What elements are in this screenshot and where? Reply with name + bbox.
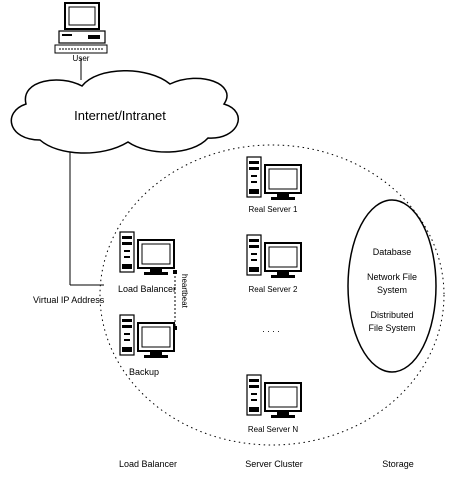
- storage-dfs-line1: Distributed: [370, 310, 413, 320]
- storage-nfs-line2: System: [377, 285, 407, 295]
- section-server-cluster: Server Cluster: [245, 459, 303, 469]
- load-balancer-label: Load Balancer: [118, 284, 176, 294]
- internet-label: Internet/Intranet: [74, 108, 166, 123]
- ellipsis-label: . . . .: [262, 324, 280, 334]
- user-workstation-icon: [54, 2, 108, 54]
- storage-nfs-line1: Network File: [367, 272, 417, 282]
- internet-cloud: [10, 70, 239, 154]
- real-server-2-icon: [246, 234, 302, 279]
- real-server-n-icon: [246, 374, 302, 419]
- section-storage: Storage: [382, 459, 414, 469]
- real-server-2-label: Real Server 2: [249, 285, 298, 294]
- section-load-balancer: Load Balancer: [119, 459, 177, 469]
- load-balancer-icon: [119, 231, 175, 276]
- user-label: User: [73, 54, 90, 63]
- storage-database-label: Database: [373, 247, 412, 257]
- storage-dfs-line2: File System: [368, 323, 415, 333]
- heartbeat-end-bottom: [173, 326, 177, 330]
- heartbeat-end-top: [173, 270, 177, 274]
- storage-ellipse: [347, 199, 437, 373]
- real-server-n-label: Real Server N: [248, 425, 298, 434]
- cluster-boundary: [99, 144, 445, 446]
- virtual-ip-label: Virtual IP Address: [33, 295, 105, 305]
- backup-label: Backup: [129, 367, 159, 377]
- backup-icon: [119, 314, 175, 359]
- real-server-1-label: Real Server 1: [249, 205, 298, 214]
- heartbeat-label: heartbeat: [180, 274, 189, 309]
- real-server-1-icon: [246, 156, 302, 201]
